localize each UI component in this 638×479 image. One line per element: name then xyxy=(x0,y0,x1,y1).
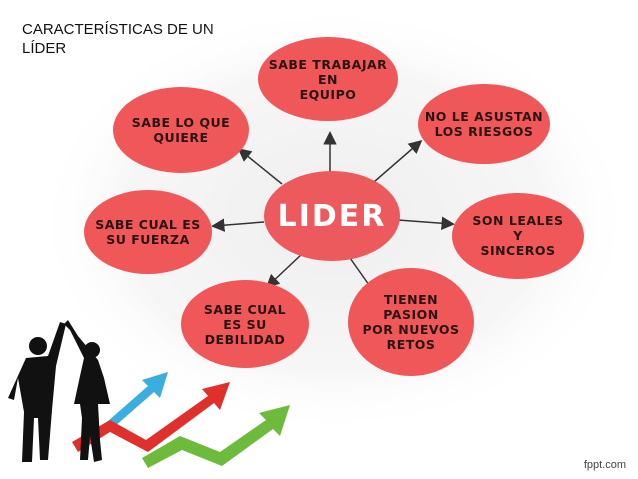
bubble-leales xyxy=(452,193,584,279)
node-label-debilidad: SABE CUAL ES SU DEBILIDAD xyxy=(203,301,287,347)
node-label-fuerza: SABE CUAL ES SU FUERZA xyxy=(95,217,201,247)
bubble-fuerza xyxy=(84,190,212,274)
bubble-debilidad xyxy=(181,280,309,368)
man-body xyxy=(8,322,66,462)
arrow-to-leales xyxy=(397,216,455,230)
node-label-equipo: SABE TRABAJAR EN EQUIPO xyxy=(268,56,388,102)
node-label-pasion: TIENEN PASION POR NUEVOS RETOS xyxy=(362,292,460,352)
bubble-riesgos xyxy=(418,84,550,164)
man-head xyxy=(29,337,47,355)
bubbles xyxy=(84,37,584,376)
arrow-to-quiere xyxy=(237,148,283,185)
bubble-quiere xyxy=(113,87,249,173)
slide-title: CARACTERÍSTICAS DE UN LÍDER xyxy=(22,21,214,57)
connector-arrows xyxy=(211,131,455,295)
silhouette-people xyxy=(8,320,110,462)
bubble-center xyxy=(264,171,400,261)
bubble-equipo xyxy=(258,37,398,121)
woman-body xyxy=(64,320,110,462)
arrow-to-fuerza xyxy=(211,218,265,232)
arrow-to-debilidad xyxy=(265,253,303,289)
bubble-pasion xyxy=(348,268,474,376)
node-label-riesgos: NO LE ASUSTAN LOS RIESGOS xyxy=(424,109,544,139)
blue-growth-arrow xyxy=(100,372,168,434)
center-label: LIDER xyxy=(277,198,387,234)
watermark: fppt.com xyxy=(583,459,626,471)
green-growth-arrow xyxy=(142,405,290,468)
node-label-quiere: SABE LO QUE QUIERE xyxy=(131,115,231,145)
node-label-leales: SON LEALES Y SINCEROS xyxy=(472,212,564,258)
arrow-to-riesgos xyxy=(373,140,423,183)
